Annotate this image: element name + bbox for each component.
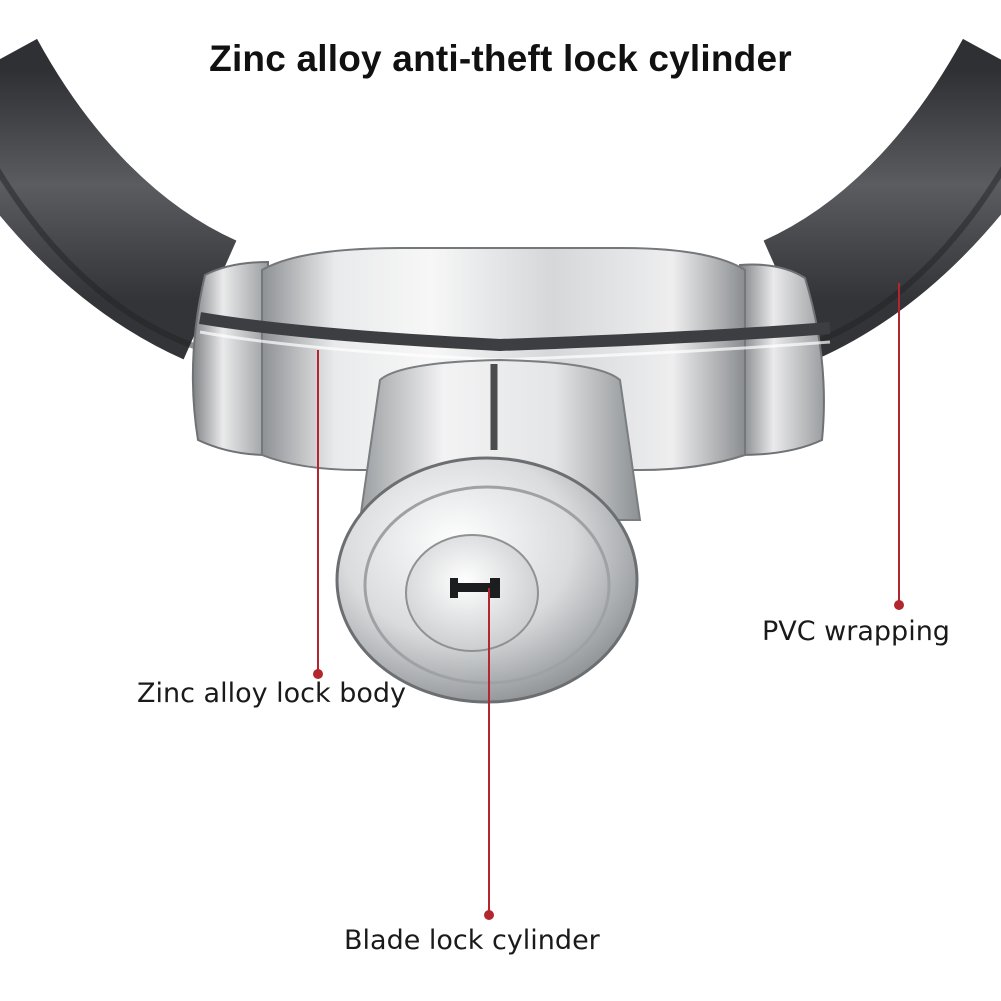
cylinder-face: [405, 534, 539, 652]
left-end-cap: [191, 260, 269, 457]
callout-blade: [484, 588, 494, 920]
page-title: Zinc alloy anti-theft lock cylinder: [209, 38, 792, 79]
keyhole-icon: [450, 578, 500, 598]
pvc-cable-right: [762, 38, 1001, 360]
pvc-cable: [0, 38, 238, 360]
callout-pvc: [894, 283, 904, 610]
label-lock-body: Zinc alloy lock body: [137, 678, 407, 709]
label-pvc-wrapping: PVC wrapping: [762, 616, 950, 647]
callout-lock-body: [313, 350, 323, 679]
label-blade-cylinder: Blade lock cylinder: [344, 925, 600, 956]
right-end-cap: [739, 263, 825, 457]
